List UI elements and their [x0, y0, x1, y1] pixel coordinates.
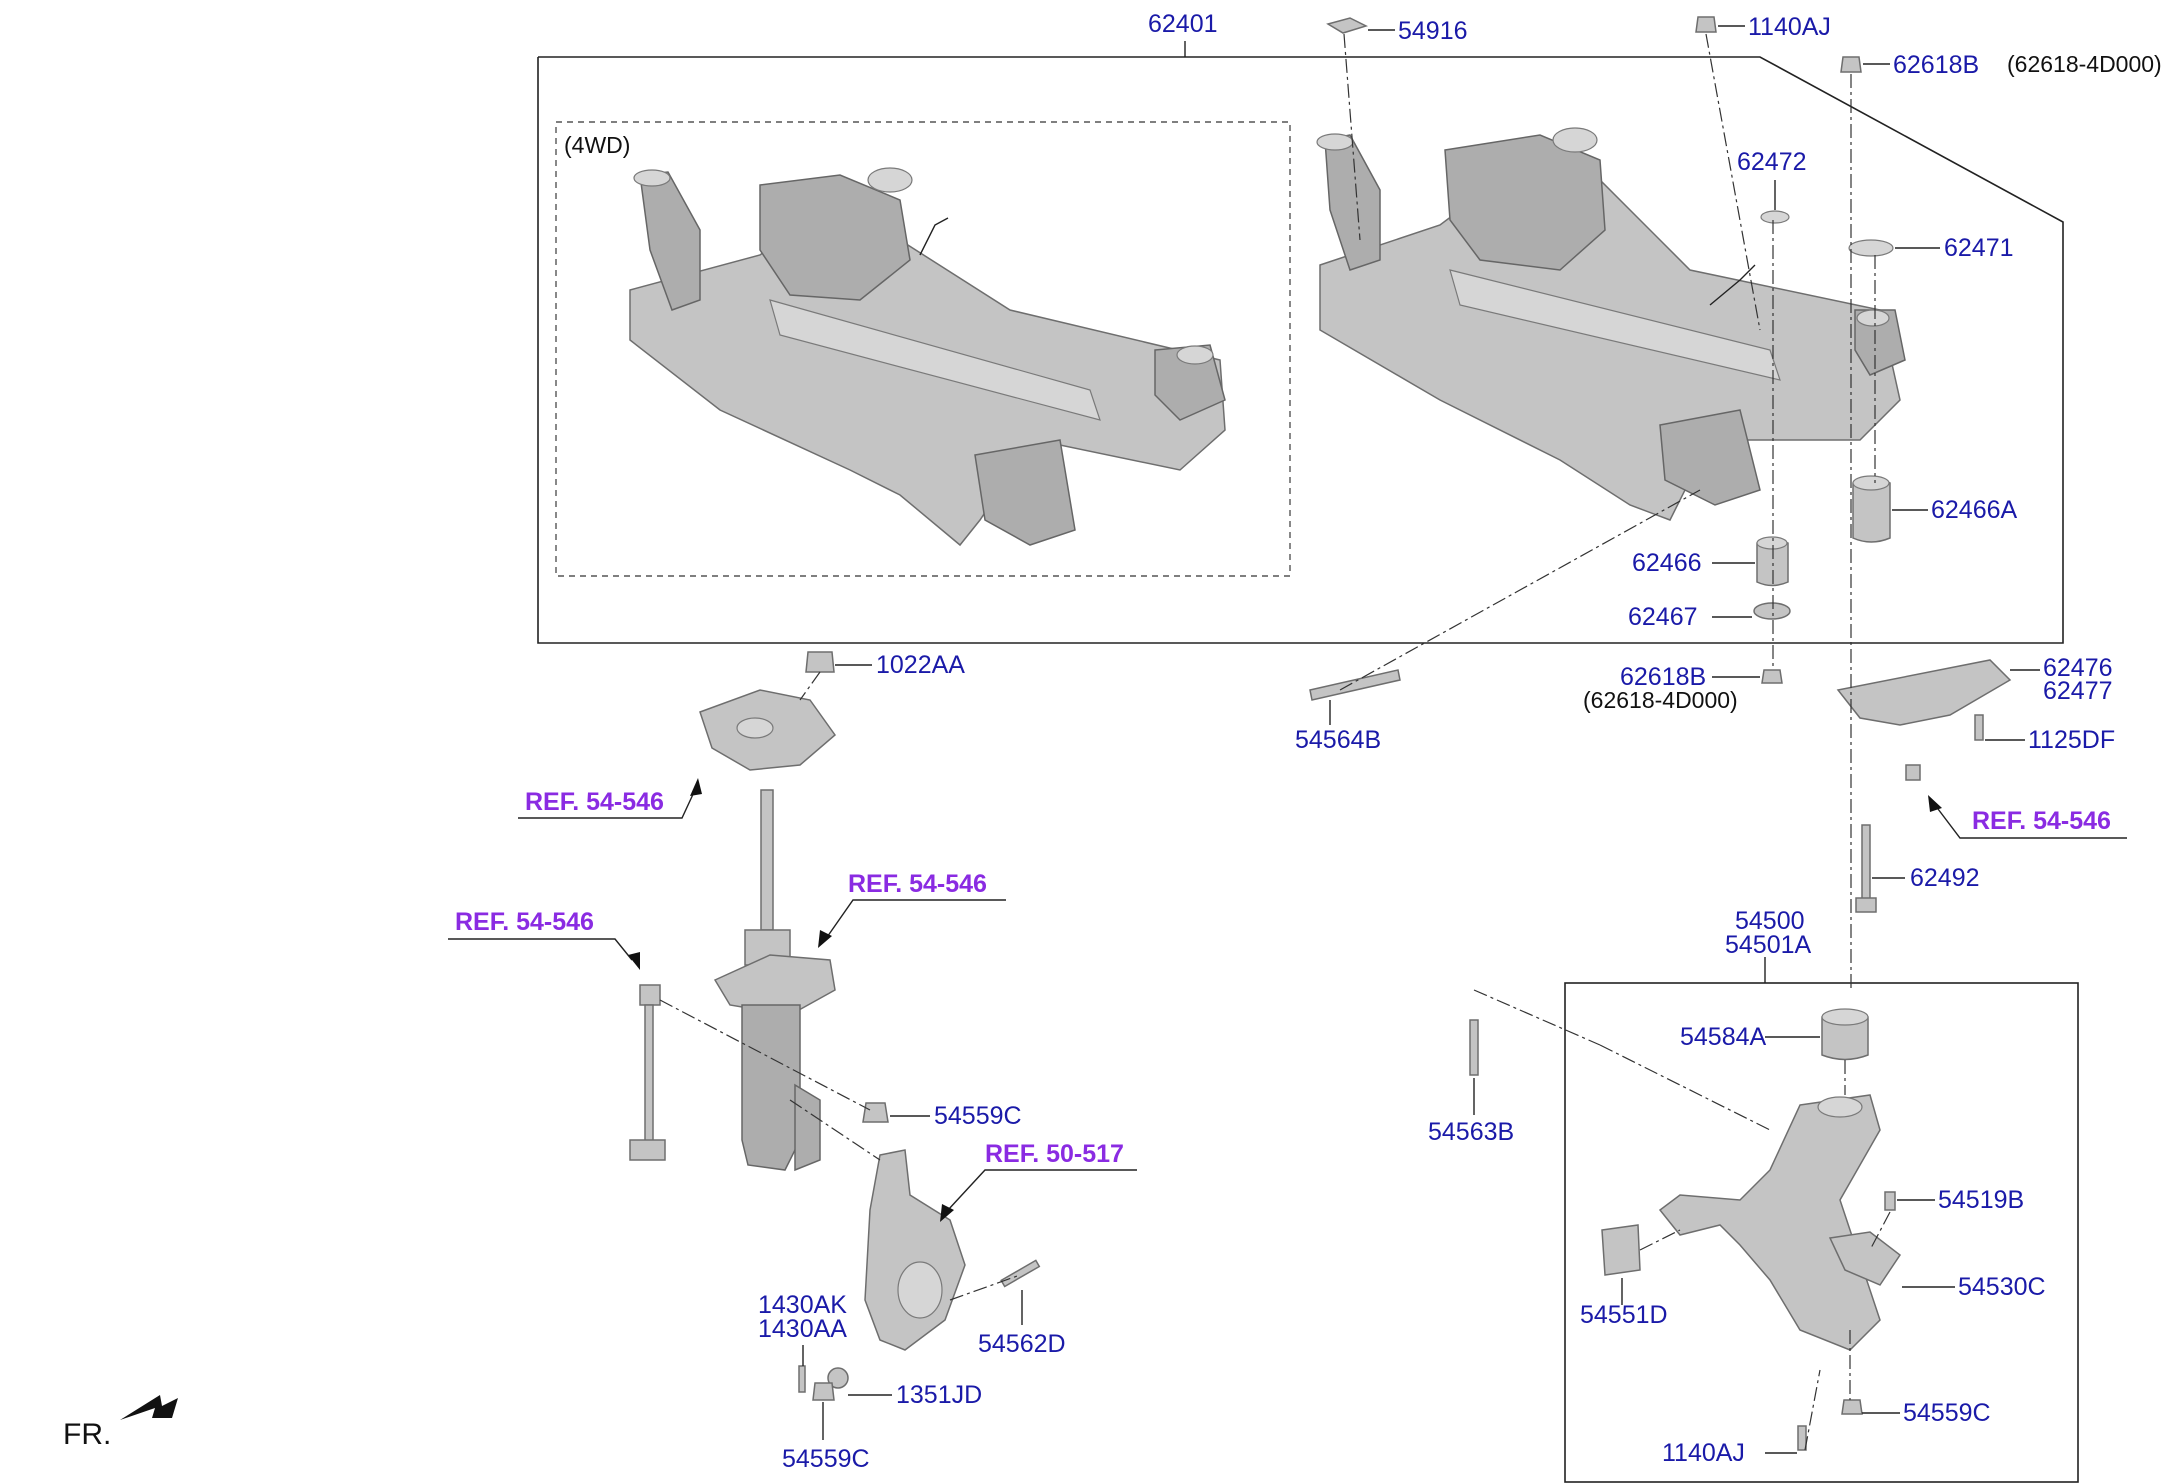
- label-1140AJ-top: 1140AJ: [1748, 13, 1831, 41]
- lower-arm-drawing: [1469, 1008, 1902, 1451]
- label-1125DF: 1125DF: [2028, 726, 2115, 754]
- bolt-1140AJ-bot-drawing: [1797, 1425, 1807, 1451]
- nut-54559C-strut-drawing: [862, 1102, 889, 1123]
- crossmember-4wd-drawing: [629, 167, 1226, 547]
- washer-62471-drawing: [1848, 239, 1894, 257]
- label-1430AK: 1430AK: [758, 1291, 847, 1319]
- pin-1430AK-drawing: [798, 1365, 806, 1393]
- label-62466A: 62466A: [1931, 496, 2018, 524]
- knuckle-drawing: [798, 1102, 1041, 1401]
- label-1140AJ-bot: 1140AJ: [1662, 1439, 1745, 1467]
- crossmember-group-box: [537, 56, 2064, 644]
- label-54559C-knuckle: 54559C: [782, 1445, 870, 1473]
- 4wd-variant-box: [555, 121, 1291, 577]
- label-62467: 62467: [1628, 603, 1698, 631]
- bolt-1125DF-drawing: [1974, 714, 1984, 741]
- label-54519B: 54519B: [1938, 1186, 2024, 1214]
- label-62401: 62401: [1148, 10, 1218, 38]
- front-direction-label: FR.: [63, 1418, 111, 1451]
- assembly-center-lines: [659, 33, 1891, 1451]
- label-54559C-strut: 54559C: [934, 1102, 1022, 1130]
- washer-62472-drawing: [1760, 210, 1790, 224]
- label-62618B-bot: 62618B: [1620, 663, 1706, 691]
- nut-1022AA-drawing: [805, 651, 835, 673]
- ball-joint-54530C-drawing: [1828, 1231, 1902, 1286]
- leader-lines: [448, 25, 2127, 1454]
- label-62476: 62476: [2043, 654, 2113, 682]
- label-1351JD: 1351JD: [896, 1381, 982, 1409]
- label-54564B: 54564B: [1295, 726, 1381, 754]
- ref-54-546-link[interactable]: REF. 54-546: [455, 908, 594, 936]
- label-62472: 62472: [1737, 148, 1807, 176]
- label-62618B-bot-note: (62618-4D000): [1583, 687, 1738, 713]
- crossmember-2wd-drawing: [1316, 127, 1906, 521]
- label-62466: 62466: [1632, 549, 1702, 577]
- label-54584A: 54584A: [1680, 1023, 1767, 1051]
- label-54562D: 54562D: [978, 1330, 1066, 1358]
- washer-62467-drawing: [1753, 602, 1791, 620]
- strut-assembly-drawing: [699, 651, 837, 1172]
- nut-1140AJ-drawing: [1695, 16, 1717, 33]
- washer-1351JD-drawing: [827, 1367, 849, 1389]
- bracket-62476-drawing: [1836, 659, 2012, 726]
- label-1430AA: 1430AA: [758, 1315, 847, 1343]
- ref-54-546-spring[interactable]: REF. 54-546: [848, 870, 987, 898]
- lower-arm-group-box: [1564, 982, 2079, 1483]
- bushing-54551D-drawing: [1601, 1224, 1641, 1276]
- label-4wd: (4WD): [564, 132, 630, 158]
- label-1022AA: 1022AA: [876, 651, 965, 679]
- stabilizer-link-drawing: [629, 984, 666, 1161]
- bolt-54564B-drawing: [1309, 669, 1401, 701]
- ref-50-517-knuckle[interactable]: REF. 50-517: [985, 1140, 1124, 1168]
- label-62618B-top: 62618B: [1893, 51, 1979, 79]
- label-62477: 62477: [2043, 677, 2113, 705]
- nut-62618B-top-drawing: [1840, 56, 1862, 73]
- label-54551D: 54551D: [1580, 1301, 1668, 1329]
- front-direction-arrow-icon: [120, 1395, 178, 1420]
- ref-54-546-mount[interactable]: REF. 54-546: [525, 788, 664, 816]
- label-54501A: 54501A: [1725, 931, 1812, 959]
- plate-54916-drawing: [1326, 17, 1369, 34]
- bolt-54562D-drawing: [1000, 1259, 1041, 1288]
- label-54916: 54916: [1398, 17, 1468, 45]
- pin-54519B-drawing: [1884, 1191, 1896, 1211]
- label-54559C-arm: 54559C: [1903, 1399, 1991, 1427]
- label-54500: 54500: [1735, 907, 1805, 935]
- nut-62618B-bot-drawing: [1761, 669, 1783, 684]
- bolt-54563B-drawing: [1469, 1019, 1479, 1076]
- bolt-62492-drawing: [1861, 824, 1871, 901]
- label-54530C: 54530C: [1958, 1273, 2046, 1301]
- crossmember-small-parts: [1309, 16, 2012, 913]
- label-62492: 62492: [1910, 864, 1980, 892]
- spring-seat-drawing: [713, 954, 836, 1016]
- ref-54-546-bracket[interactable]: REF. 54-546: [1972, 807, 2111, 835]
- label-62618B-top-note: (62618-4D000): [2007, 51, 2162, 77]
- nut-54559C-knuckle-drawing: [812, 1382, 835, 1401]
- label-62471: 62471: [1944, 234, 2014, 262]
- nut-54559C-arm-drawing: [1841, 1399, 1863, 1415]
- label-54563B: 54563B: [1428, 1118, 1514, 1146]
